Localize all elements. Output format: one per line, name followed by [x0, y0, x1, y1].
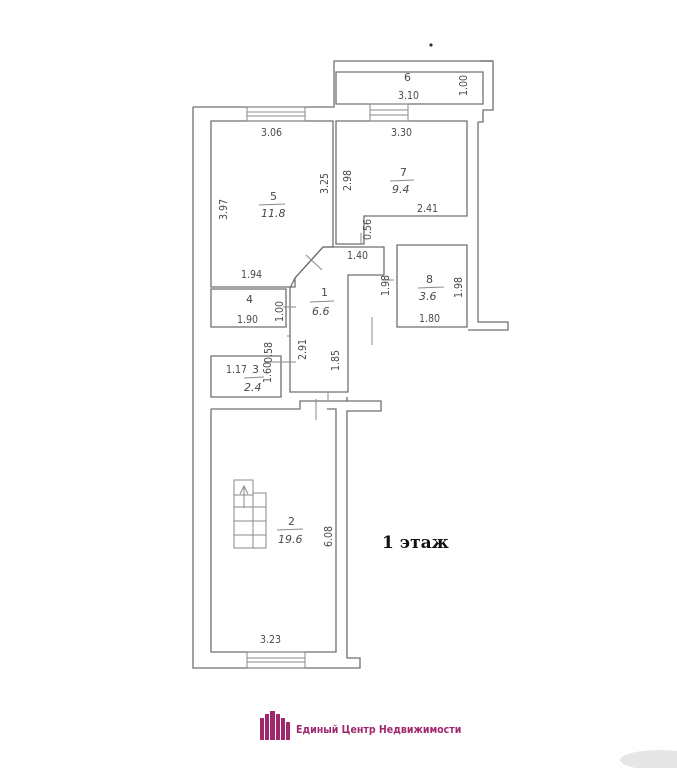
room-label-6: 6 — [404, 71, 411, 84]
room-area: 19.6 — [278, 533, 303, 546]
dim-r3-height: 1.60 — [262, 362, 274, 383]
room-walls — [210, 120, 468, 653]
room-number: 7 — [400, 166, 407, 179]
dim-r5-right: 3.25 — [319, 173, 331, 194]
room-label-7: 7 9.4 — [389, 166, 415, 196]
dim-r8-left: 1.98 — [380, 275, 392, 296]
dim-r5-top: 3.06 — [261, 127, 282, 139]
room-label-8: 8 3.6 — [417, 273, 445, 303]
dim-r6-width: 3.10 — [398, 90, 419, 102]
room-label-3: 3 2.4 — [243, 363, 265, 394]
dim-r3-top: 0.58 — [263, 342, 275, 363]
room-area: 2.4 — [244, 381, 262, 394]
dim-r7-left: 2.98 — [342, 170, 354, 191]
room-label-1: 1 6.6 — [309, 286, 335, 318]
building-icon — [260, 711, 290, 740]
room-number: 2 — [288, 515, 295, 528]
room-number: 3 — [252, 363, 259, 376]
room-area: 11.8 — [261, 207, 286, 220]
staircase-icon — [233, 479, 267, 549]
room-number: 8 — [426, 273, 433, 286]
dim-r3-width: 1.17 — [226, 364, 247, 376]
dim-r7-top: 3.30 — [391, 127, 412, 139]
dot-mark — [429, 43, 433, 47]
room-label-4: 4 — [246, 293, 253, 306]
dim-r7-right: 2.41 — [417, 203, 438, 215]
brand-name: Единый Центр Недвижимости — [296, 724, 461, 736]
floor-label: 1 этаж — [382, 533, 449, 553]
room-number: 6 — [404, 71, 411, 84]
dim-r7-bottom: 1.40 — [347, 250, 368, 262]
dim-r8-bottom: 1.80 — [419, 313, 440, 325]
dim-r1-mid: 2.91 — [297, 339, 309, 360]
room-label-2: 2 19.6 — [276, 515, 304, 546]
room-number: 4 — [246, 293, 253, 306]
dim-r2-width: 3.23 — [260, 634, 281, 646]
door-marks — [264, 233, 394, 420]
dim-r8-right: 1.98 — [453, 277, 465, 298]
room-number: 5 — [270, 190, 277, 203]
dim-r6-height: 1.00 — [458, 75, 470, 96]
windows — [246, 103, 409, 669]
room-area: 3.6 — [419, 290, 437, 303]
dim-r5-bottom: 1.94 — [241, 269, 262, 281]
dim-r1-low: 1.85 — [330, 350, 342, 371]
dim-r5-left: 3.97 — [218, 199, 230, 220]
room-area: 6.6 — [312, 305, 330, 318]
room-number: 1 — [321, 286, 328, 299]
scan-artifact — [620, 750, 677, 768]
dim-r2-height: 6.08 — [323, 526, 335, 547]
dim-r4-height: 1.00 — [274, 301, 286, 322]
brand-logo: Единый Центр Недвижимости — [260, 711, 461, 740]
room-area: 9.4 — [392, 183, 410, 196]
dim-r4-width: 1.90 — [237, 314, 258, 326]
room-label-5: 5 11.8 — [258, 190, 286, 220]
dimension-labels: 3.10 1.00 3.06 3.97 3.25 1.94 3.30 2.98 … — [218, 75, 470, 646]
dim-r7-small: 0.56 — [362, 219, 374, 240]
